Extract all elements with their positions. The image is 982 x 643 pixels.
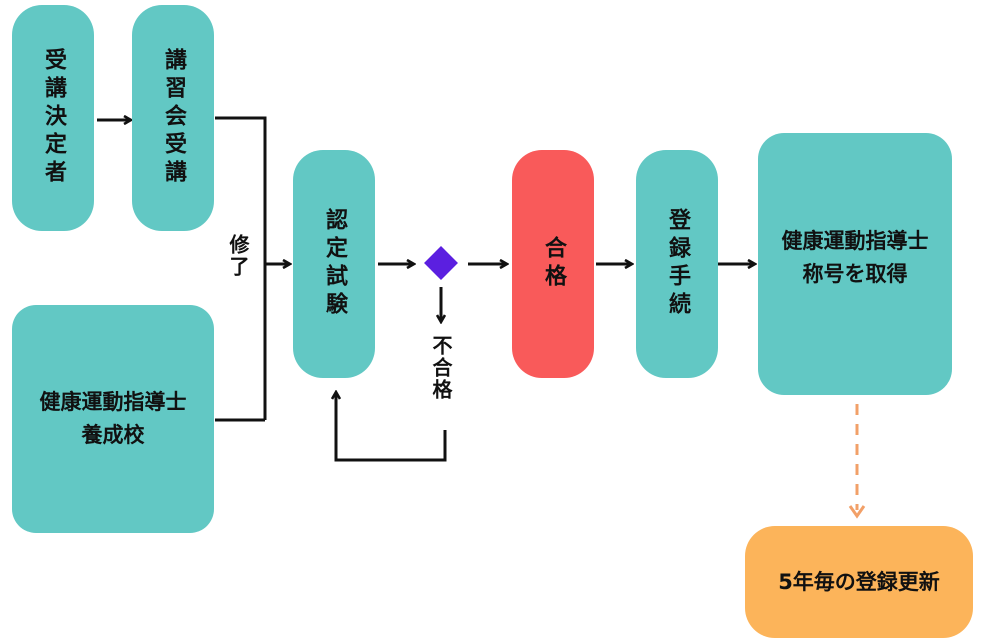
node-renewal: 5年毎の登録更新 (745, 526, 973, 638)
node-pass: 合格 (512, 150, 594, 378)
label-completion: 修了 (226, 234, 250, 278)
node-title-acquired-label: 健康運動指導士 称号を取得 (781, 229, 929, 286)
node-school-label: 健康運動指導士 養成校 (39, 390, 187, 447)
node-course: 講習会受講 (132, 5, 214, 231)
node-exam-label: 認定試験 (322, 208, 347, 320)
node-school: 健康運動指導士 養成校 (12, 305, 214, 533)
node-decision: 受講決定者 (12, 5, 94, 231)
node-renewal-label: 5年毎の登録更新 (778, 569, 940, 594)
loop-fail-to-exam (336, 392, 447, 462)
node-pass-label: 合格 (541, 236, 566, 292)
label-fail: 不合格 (429, 335, 453, 401)
node-registration-label: 登録手続 (665, 208, 690, 320)
node-course-label: 講習会受講 (161, 48, 186, 188)
diamond-icon (424, 246, 458, 280)
dashed-arrow-head (848, 505, 866, 519)
node-decision-label: 受講決定者 (41, 48, 66, 188)
node-title-acquired: 健康運動指導士 称号を取得 (758, 133, 952, 395)
node-exam: 認定試験 (293, 150, 375, 378)
node-registration: 登録手続 (636, 150, 718, 378)
